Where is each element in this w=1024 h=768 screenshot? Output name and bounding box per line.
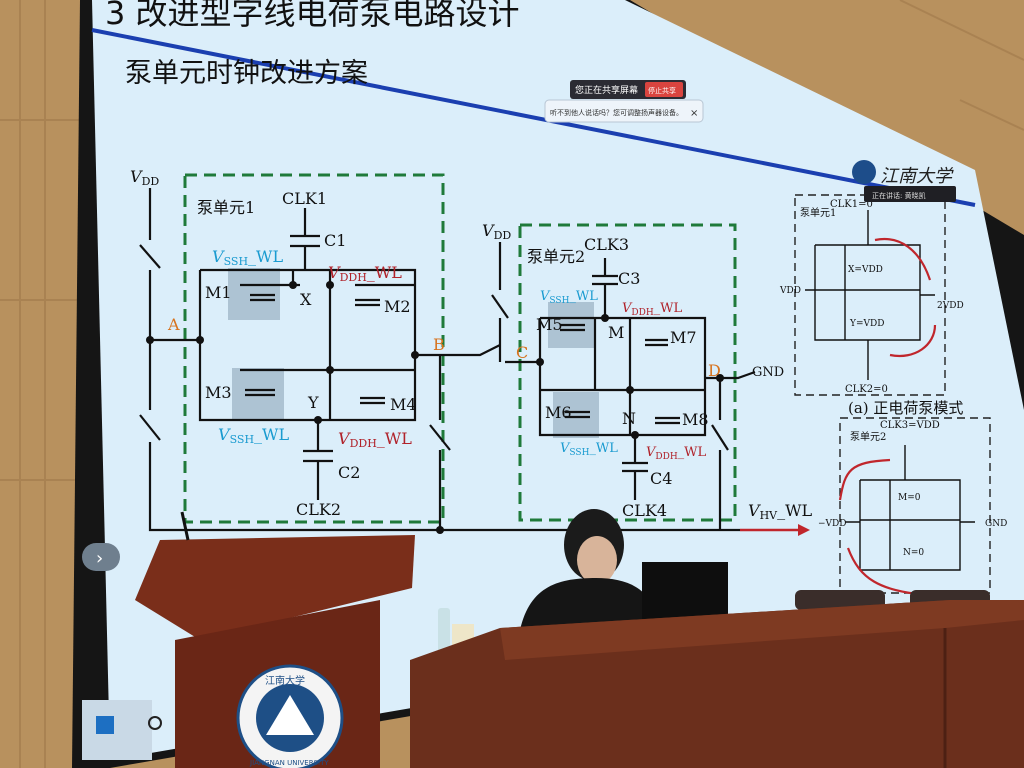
side-caption: (a) 正电荷泵模式 [848, 399, 963, 417]
node-x: X [300, 290, 312, 309]
node-d: D [708, 361, 721, 380]
side-circuits: 泵单元1 CLK1=0 X=VDD Y=VDD VDD 2VDD CLK2=0 … [779, 194, 1007, 597]
side-clk3-label: CLK3=VDD [880, 420, 940, 431]
svg-text:正在讲话: 黄晓凯: 正在讲话: 黄晓凯 [872, 191, 926, 200]
stop-sharing-button[interactable] [645, 82, 683, 97]
side-y-label: Y=VDD [849, 319, 884, 329]
side-vdd-in: VDD [779, 286, 801, 296]
m3-label: M3 [205, 383, 232, 402]
windows-start-icon[interactable] [96, 716, 114, 734]
taskbar [82, 700, 152, 760]
pump-unit-1-label: 泵单元1 [197, 198, 255, 217]
m1-label: M1 [205, 283, 232, 302]
clk4-label: CLK4 [622, 501, 667, 520]
audio-tip-toast: 听不到他人说话吗？您可调整扬声器设备。 × [544, 99, 704, 123]
main-circuit: VDD VDD A B C D 泵单元1 泵单元2 CLK1 CLK2 CLK3… [130, 167, 813, 536]
vddh-wl-label: VDDH_WL [622, 301, 683, 318]
chair [795, 590, 885, 610]
search-icon[interactable] [148, 716, 162, 730]
title-rule [91, 28, 976, 207]
node-m: M [608, 323, 624, 342]
node-y: Y [307, 393, 319, 412]
node-c: C [516, 343, 528, 362]
laptop [642, 562, 728, 620]
side-n-label: N=0 [903, 548, 924, 558]
m2-label: M2 [384, 297, 411, 316]
chevron-right-icon[interactable]: › [96, 548, 103, 569]
university-logo-text: 江南大学 [880, 166, 954, 187]
m8-label: M8 [682, 410, 709, 429]
vddh-wl-label: VDDH_WL [646, 445, 707, 462]
presenter [520, 509, 660, 630]
vdd2-label: VDD [482, 221, 511, 242]
c3-label: C3 [618, 269, 640, 288]
vdd-label: VDD [130, 167, 159, 188]
vssh-wl-label: VSSH_WL [540, 289, 598, 306]
m5-label: M5 [536, 315, 563, 334]
c1-label: C1 [324, 231, 346, 250]
c2-label: C2 [338, 463, 360, 482]
speaking-indicator: 正在讲话: 黄晓凯 [864, 186, 956, 202]
microphone [180, 511, 190, 541]
side-clk2-label: CLK2=0 [845, 384, 888, 395]
university-logo-icon [852, 160, 876, 184]
pump-unit-2-box [518, 223, 737, 522]
pump-unit-2-label: 泵单元2 [527, 247, 585, 266]
side-neg-vdd-in: −VDD [818, 519, 846, 529]
side-clk1-label: CLK1=0 [830, 199, 873, 210]
side-unit1-label: 泵单元1 [800, 207, 836, 219]
svg-text:江南大学: 江南大学 [265, 674, 305, 687]
side-gnd-out: GND [985, 519, 1007, 529]
side-m-label: M=0 [898, 493, 921, 503]
vssh-wl-label: VSSH_WL [560, 441, 618, 458]
screen-share-text: 您正在共享屏幕 [575, 84, 638, 96]
slide-title: 3 改进型字线电荷泵电路设计 [105, 0, 520, 32]
podium-logo: 江南大学 JIANGNAN UNIVERSITY [236, 664, 344, 768]
side-x-label: X=VDD [848, 265, 883, 275]
c4-label: C4 [650, 469, 672, 488]
clk1-label: CLK1 [282, 189, 327, 208]
gnd-label: GND [752, 365, 784, 380]
m7-label: M7 [670, 328, 697, 347]
next-slide-button[interactable] [82, 543, 120, 571]
m6-label: M6 [545, 403, 572, 422]
side-unit2-label: 泵单元2 [850, 431, 886, 443]
node-b: B [433, 335, 445, 354]
vhv-wl-label: VHV_WL [748, 501, 813, 522]
m4-label: M4 [390, 395, 417, 414]
svg-text:JIANGNAN UNIVERSITY: JIANGNAN UNIVERSITY [249, 759, 329, 767]
side-2vdd-out: 2VDD [937, 301, 964, 311]
node-n: N [622, 409, 636, 428]
pump-unit-1-box [183, 173, 445, 524]
slide-subtitle: 泵单元时钟改进方案 [125, 58, 368, 89]
vddh-wl-label: VDDH_WL [328, 263, 402, 284]
vssh-wl-label: VSSH_WL [212, 247, 283, 268]
stop-sharing-label[interactable]: 停止共享 [648, 86, 676, 95]
close-icon[interactable]: × [690, 108, 698, 119]
vddh-wl-label: VDDH_WL [338, 429, 412, 450]
vssh-wl-label: VSSH_WL [218, 425, 289, 446]
clk2-label: CLK2 [296, 500, 341, 519]
node-a: A [167, 315, 180, 334]
clk3-label: CLK3 [584, 235, 629, 254]
podium-top [135, 535, 415, 640]
screen-share-banner: 您正在共享屏幕 停止共享 [570, 80, 686, 99]
svg-text:听不到他人说话吗？您可调整扬声器设备。: 听不到他人说话吗？您可调整扬声器设备。 [550, 108, 683, 117]
